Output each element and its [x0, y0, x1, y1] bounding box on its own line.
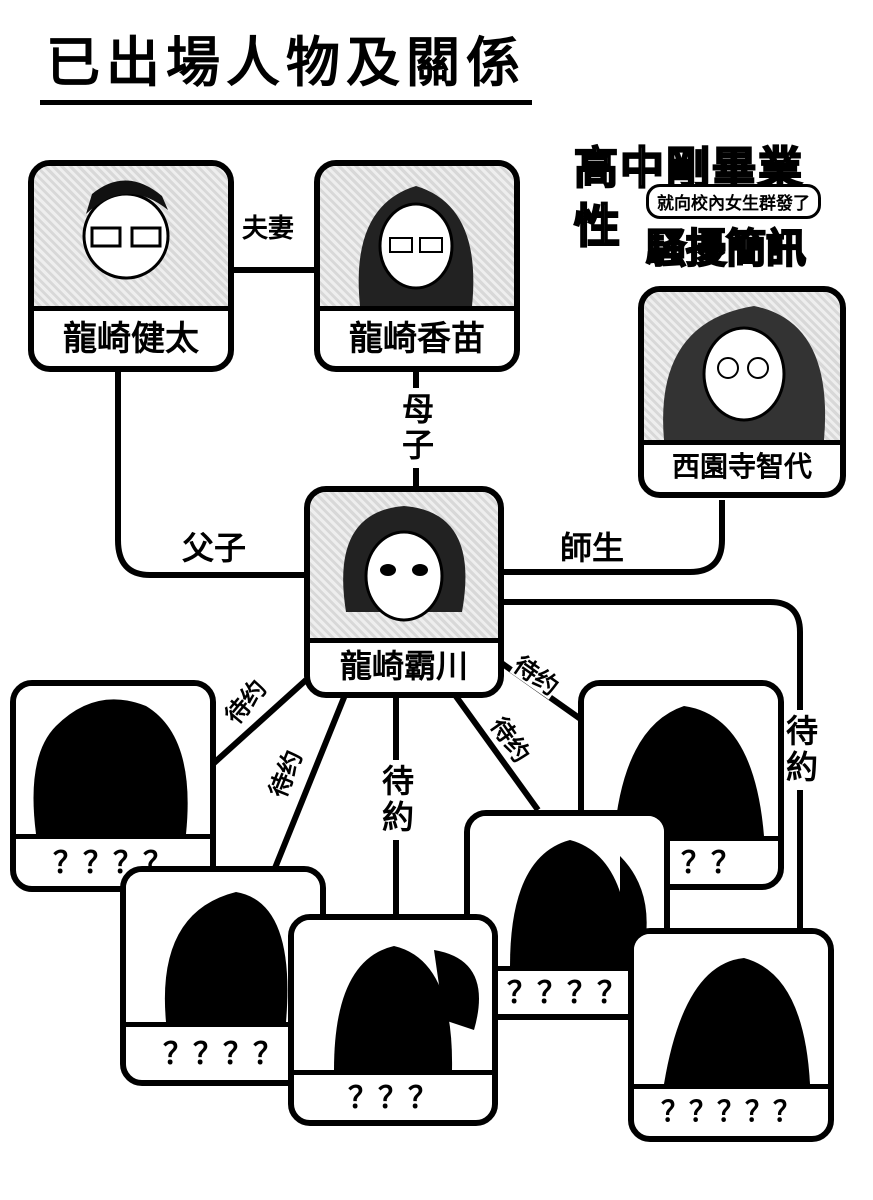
- portrait-tomoyo: [644, 292, 840, 445]
- silhouette-6: [634, 934, 828, 1089]
- card-hasen: 龍崎霸川: [304, 486, 504, 698]
- portrait-kanae: [320, 166, 514, 311]
- label-pending-right: 待約: [781, 710, 819, 790]
- logo-line4: 騷擾簡訊: [645, 225, 807, 273]
- name-unknown-2: ？？？？: [163, 1037, 283, 1072]
- logo-line2: 性: [573, 198, 621, 254]
- portrait-hasen: [310, 492, 498, 643]
- name-hasen: 龍崎霸川: [339, 647, 468, 685]
- line-father-son: [115, 372, 308, 578]
- silhouette-1: [16, 686, 210, 839]
- portrait-kenta: [34, 166, 228, 311]
- card-unknown-6: ？？？？？: [628, 928, 834, 1142]
- card-unknown-4: ？？？？: [578, 680, 784, 890]
- card-unknown-3: ？？？: [288, 914, 498, 1126]
- name-unknown-5: ？？？？: [507, 976, 627, 1011]
- card-kanae: 龍崎香苗: [314, 160, 520, 372]
- name-kanae: 龍崎香苗: [349, 318, 485, 359]
- line-pending-4: [452, 693, 541, 812]
- name-unknown-6: ？？？？？: [660, 1095, 801, 1128]
- name-tomoyo: 西園寺智代: [671, 450, 812, 483]
- line-teacher-student: [500, 500, 725, 575]
- label-father-son: 父子: [180, 529, 249, 567]
- label-mother-son: 母子: [397, 388, 435, 468]
- silhouette-2: [126, 872, 320, 1027]
- silhouette-3: [294, 920, 492, 1075]
- name-unknown-3: ？？？: [348, 1081, 438, 1116]
- logo-line3: 就向校內女生群發了: [646, 184, 821, 219]
- line-pending-right: [500, 599, 803, 935]
- name-kenta: 龍崎健太: [63, 318, 199, 359]
- card-unknown-5: ？？？？: [464, 810, 670, 1020]
- line-pending-1: [211, 677, 309, 766]
- card-kenta: 龍崎健太: [28, 160, 234, 372]
- card-tomoyo: 西園寺智代: [638, 286, 846, 498]
- label-teacher-student: 師生: [558, 529, 627, 567]
- line-pending-2: [272, 693, 348, 870]
- label-pending-center: 待約: [377, 760, 415, 840]
- card-unknown-1: ？？？？: [10, 680, 216, 892]
- series-logo: 高中剛畢業 性 就向校內女生群發了 騷擾簡訊: [573, 132, 844, 282]
- page-title: 已出場人物及關係: [40, 28, 532, 105]
- label-spouse: 夫妻: [240, 214, 297, 244]
